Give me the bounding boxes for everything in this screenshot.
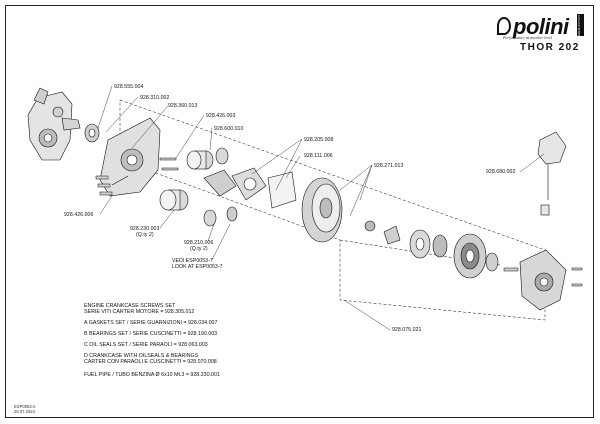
label-928-426-003: 928.426.003 — [206, 113, 236, 119]
label-928-230-003: 928.230.003 — [130, 226, 160, 232]
crankcase-cover-part — [301, 177, 343, 243]
label-928-205-008: 928.205.008 — [304, 137, 334, 143]
tagline: Performance at another level — [503, 35, 553, 40]
label-928-210-006-qty: (Q.ty 2) — [190, 246, 208, 252]
label-928-426-006: 928.426.006 — [64, 212, 94, 218]
label-928-075-021: 928.075.021 — [392, 327, 422, 333]
note-screws-title: ENGINE CRANKCASE SCREWS SET — [84, 303, 176, 309]
end-housing-part — [519, 249, 567, 311]
fuel-tank-part — [537, 131, 567, 216]
label-928-271-013: 928.271.013 — [374, 163, 404, 169]
crankshaft-part — [203, 167, 267, 201]
bearings-part — [159, 147, 238, 227]
label-928-310-002: 928.310.002 — [140, 95, 170, 101]
logo-mark-icon — [497, 17, 511, 35]
label-928-555-004: 928.555.004 — [114, 84, 144, 90]
label-928-360-013: 928.360.013 — [168, 103, 198, 109]
label-928-600-010: 928.600.010 — [214, 126, 244, 132]
label-928-210-006: 928.210.006 — [184, 240, 214, 246]
left-crankcase-part — [27, 87, 81, 161]
label-vedi: VEDI ESP0053-7 — [172, 258, 213, 264]
label-928-230-003-qty: (Q.ty 2) — [136, 232, 154, 238]
note-oil-seals: C OIL SEALS SET / SERIE PARAOLI = 928.06… — [84, 342, 208, 348]
note-screws-code: SERIE VITI CARTER MOTORE = 928.305.012 — [84, 309, 195, 315]
screws-part — [95, 157, 583, 287]
note-bearings: B BEARINGS SET / SERIE CUSCINETTI = 928.… — [84, 331, 218, 337]
clutch-part — [409, 229, 499, 279]
drawing-code: ESP0053-2 — [14, 404, 36, 409]
polini-logo: polini — [497, 14, 569, 40]
gasket-part — [267, 171, 297, 209]
label-928-111-006: 928.111.006 — [304, 153, 333, 159]
label-look-at: LOOK AT ESP0053-7 — [172, 264, 223, 270]
reed-part — [364, 220, 401, 245]
drawing-frame — [5, 5, 594, 418]
model-name: THOR 202 — [520, 42, 580, 53]
logo-text: polini — [513, 14, 569, 39]
note-gaskets: A GASKETS SET / SERIE GUARNIZIONI = 928.… — [84, 320, 218, 326]
drawing-date: 26.07.2024 — [14, 409, 35, 414]
note-fuel-pipe: FUEL PIPE / TUBO BENZINA Ø 6x10 Mt.3 = 9… — [84, 372, 220, 378]
center-crankcase-part — [99, 117, 161, 197]
note-crankcase-2: CARTER CON PARAOLI E CUSCINETTI = 928.07… — [84, 359, 217, 365]
label-928-680-002: 928.680.002 — [486, 169, 516, 175]
note-crankcase-1: D CRANKCASE WITH OILSEALS & BEARINGS — [84, 353, 199, 359]
